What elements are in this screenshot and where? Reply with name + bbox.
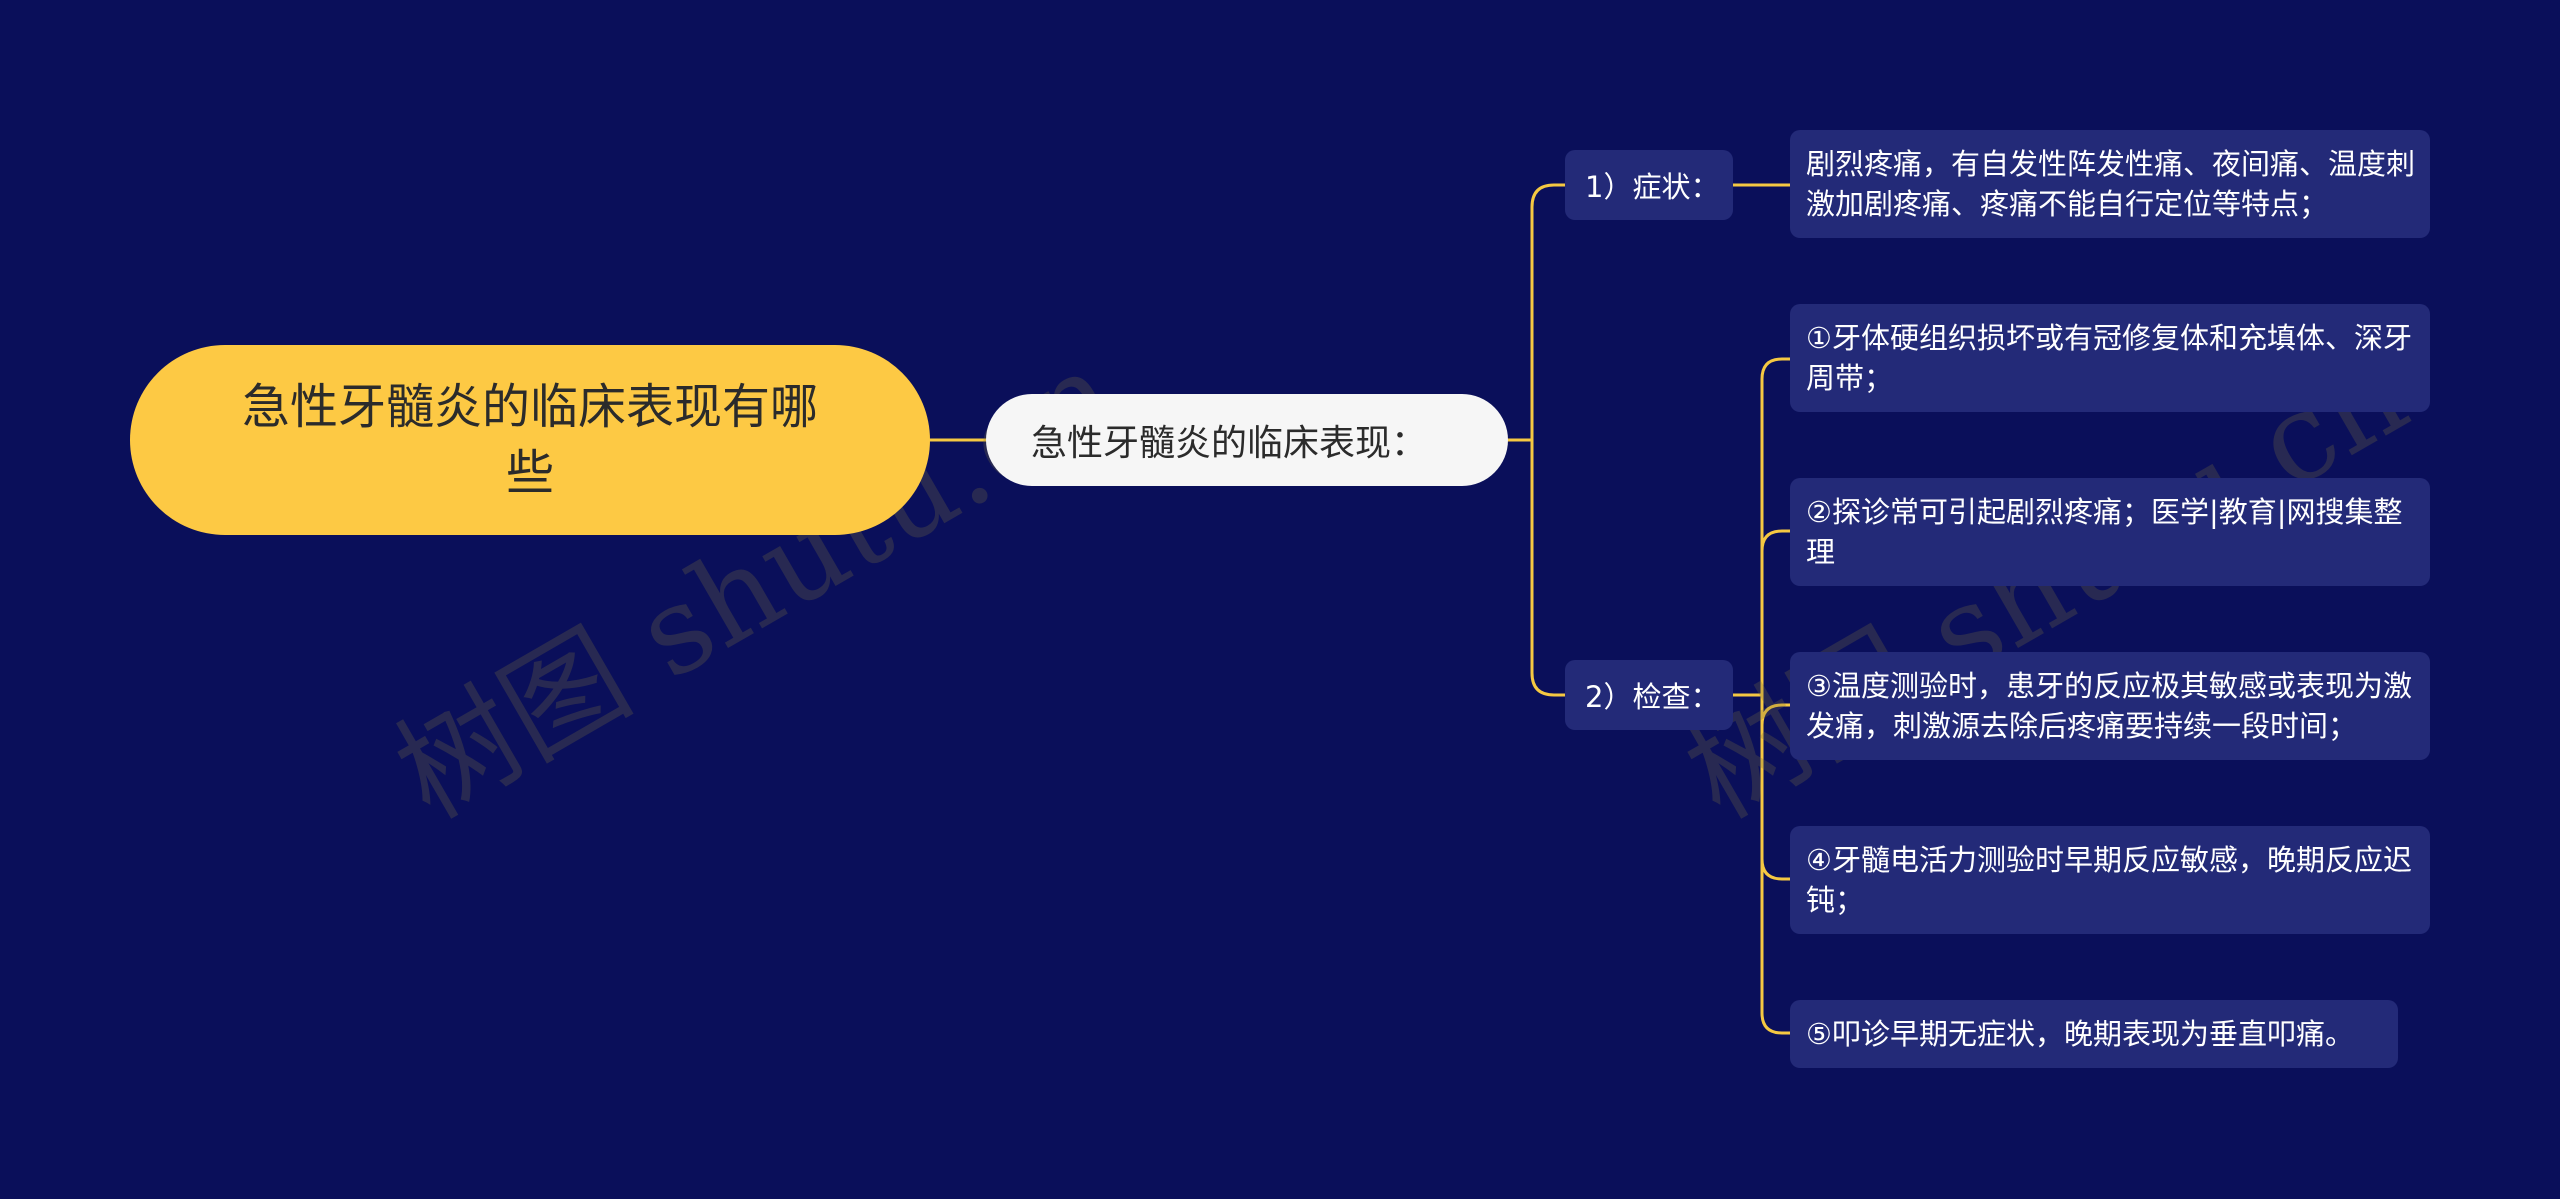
connector-exam-to-leaf-1 — [1760, 357, 1792, 697]
leaf-exam-3-text: ③温度测验时，患牙的反应极其敏感或表现为激发痛，刺激源去除后疼痛要持续一段时间； — [1806, 669, 2412, 743]
leaf-exam-4[interactable]: ④牙髓电活力测验时早期反应敏感，晚期反应迟钝； — [1790, 826, 2430, 934]
leaf-exam-2[interactable]: ②探诊常可引起剧烈疼痛；医学|教育|网搜集整理 — [1790, 478, 2430, 586]
leaf-exam-3[interactable]: ③温度测验时，患牙的反应极其敏感或表现为激发痛，刺激源去除后疼痛要持续一段时间； — [1790, 652, 2430, 760]
connector-exam-to-leaf-3 — [1760, 693, 1792, 726]
connector-exam-to-leaf-5 — [1760, 857, 1792, 1035]
connector-main-to-exam — [1530, 438, 1567, 697]
connector-exam-to-leaf-2 — [1760, 529, 1792, 553]
leaf-exam-5[interactable]: ⑤叩诊早期无症状，晚期表现为垂直叩痛。 — [1790, 1000, 2398, 1068]
connector-main-to-symptoms — [1530, 183, 1567, 442]
branch-exam[interactable]: 2）检查： — [1565, 660, 1733, 730]
root-topic[interactable]: 急性牙髓炎的临床表现有哪些 — [130, 345, 930, 535]
leaf-symptom-1[interactable]: 剧烈疼痛，有自发性阵发性痛、夜间痛、温度刺激加剧疼痛、疼痛不能自行定位等特点； — [1790, 130, 2430, 238]
connector-exam-to-leaf-4 — [1760, 693, 1792, 881]
branch-symptoms[interactable]: 1）症状： — [1565, 150, 1733, 220]
leaf-exam-2-text: ②探诊常可引起剧烈疼痛；医学|教育|网搜集整理 — [1806, 495, 2403, 569]
branch-symptoms-label: 1）症状： — [1585, 170, 1720, 204]
leaf-exam-1-text: ①牙体硬组织损坏或有冠修复体和充填体、深牙周带； — [1806, 321, 2412, 395]
main-branch[interactable]: 急性牙髓炎的临床表现： — [986, 394, 1508, 486]
leaf-symptom-1-text: 剧烈疼痛，有自发性阵发性痛、夜间痛、温度刺激加剧疼痛、疼痛不能自行定位等特点； — [1806, 147, 2416, 221]
root-topic-label: 急性牙髓炎的临床表现有哪些 — [241, 379, 818, 501]
main-branch-label: 急性牙髓炎的临床表现： — [1031, 423, 1428, 464]
leaf-exam-4-text: ④牙髓电活力测验时早期反应敏感，晚期反应迟钝； — [1806, 843, 2412, 917]
leaf-exam-5-text: ⑤叩诊早期无症状，晚期表现为垂直叩痛。 — [1806, 1017, 2354, 1051]
branch-exam-label: 2）检查： — [1585, 680, 1720, 714]
leaf-exam-1[interactable]: ①牙体硬组织损坏或有冠修复体和充填体、深牙周带； — [1790, 304, 2430, 412]
